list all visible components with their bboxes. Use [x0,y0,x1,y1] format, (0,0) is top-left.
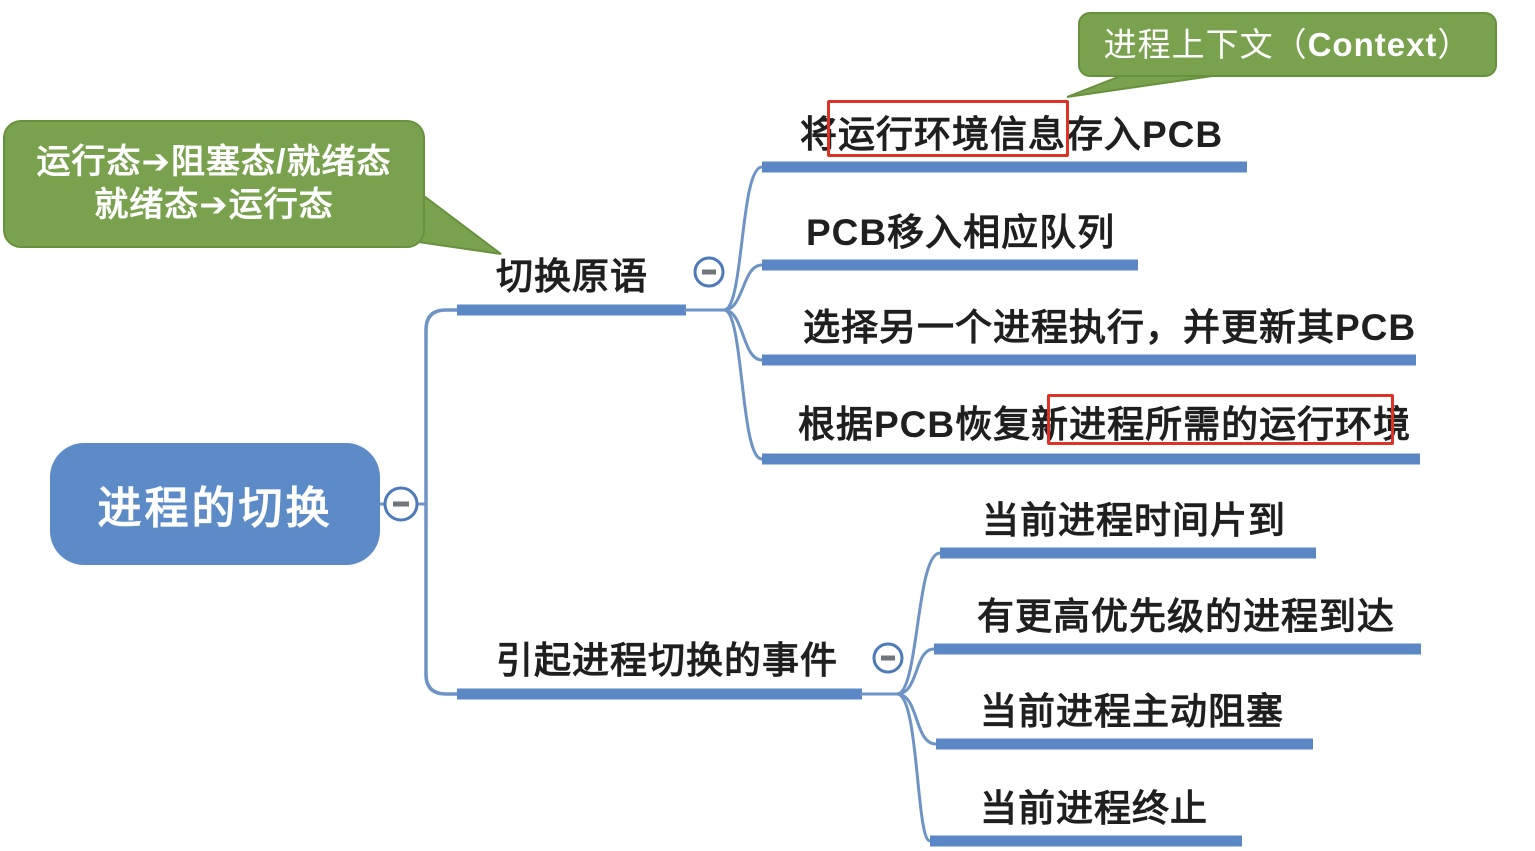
callout-state-transitions[interactable]: 运行态➔阻塞态/就绪态 就绪态➔运行态 [3,120,425,248]
branch2-child2-connector [896,647,935,696]
branch-topic-switch-primitive[interactable]: 切换原语 [496,256,648,297]
root-topic-label: 进程的切换 [97,484,333,533]
callout-line: 运行态➔阻塞态/就绪态 [36,143,392,181]
callout-term: Context [1307,25,1438,63]
highlight-box-context-save [827,100,1069,157]
branch1-child4-connector [723,308,763,461]
child-topic[interactable]: 将运行环境信息存入PCB [800,114,1224,155]
child-topic[interactable]: 根据PCB恢复新进程所需的运行环境 [798,404,1412,445]
branch1-child2-connector [723,263,763,312]
child-topic[interactable]: PCB移入相应队列 [806,212,1116,253]
branch2-child3-connector [896,692,937,746]
branch2-child1-connector [896,551,941,696]
child-topic[interactable]: 当前进程时间片到 [982,500,1286,541]
minus-circle-icon[interactable] [383,486,419,522]
child-topic[interactable]: 有更高优先级的进程到达 [977,596,1395,637]
highlight-box-context-restore [1047,394,1394,445]
branch1-child3-connector [723,308,763,362]
callout-process-context[interactable]: 进程上下文（Context ） [1078,12,1497,77]
callout-text: ） [1437,25,1472,63]
child-topic[interactable]: 当前进程主动阻塞 [980,691,1284,732]
callout-line: 就绪态➔运行态 [94,186,334,224]
child-topic[interactable]: 选择另一个进程执行，并更新其PCB [803,307,1417,348]
child-topic[interactable]: 当前进程终止 [980,788,1208,829]
minus-circle-icon[interactable] [872,642,904,674]
branch-topic-switch-events[interactable]: 引起进程切换的事件 [496,640,838,681]
root-topic[interactable]: 进程的切换 [50,443,380,565]
branch1-child1-connector [723,165,763,312]
minus-circle-icon[interactable] [693,256,725,288]
callout-text: 进程上下文（ [1103,25,1308,63]
branch2-child4-connector [896,692,932,843]
trunk-connector [424,308,458,696]
